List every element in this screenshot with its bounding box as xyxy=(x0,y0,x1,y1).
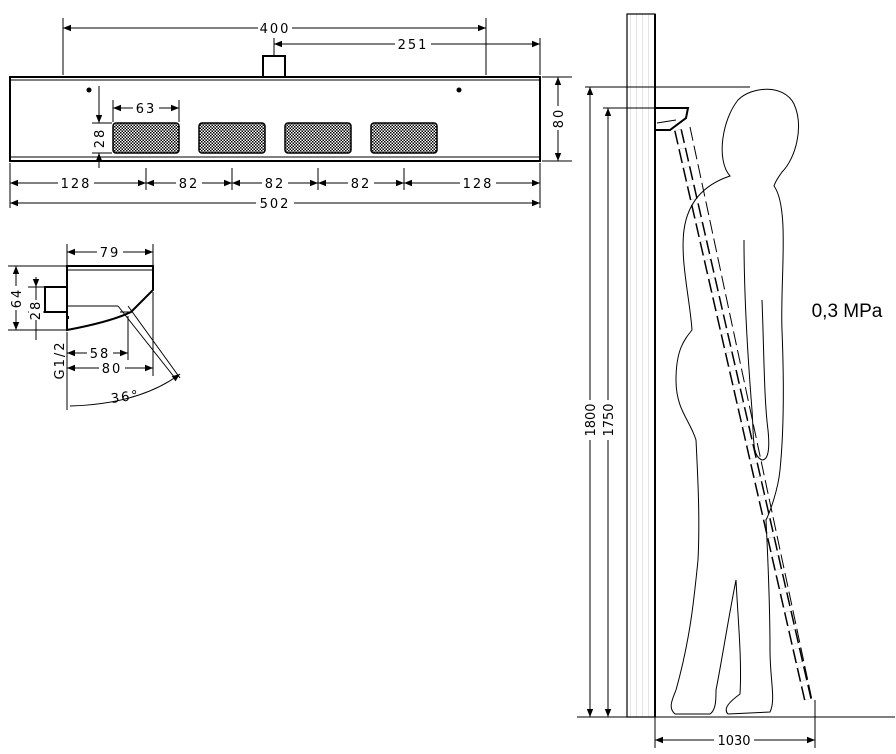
dim-128-left-label: 128 xyxy=(61,177,92,192)
dim-82-b-label: 82 xyxy=(265,177,286,192)
dim-58-label: 58 xyxy=(90,347,111,362)
dim-80-side-label: 80 xyxy=(102,362,123,377)
mounting-hole xyxy=(86,87,92,93)
human-figure xyxy=(670,88,799,715)
dim-1030-label: 1030 xyxy=(717,734,750,749)
inlet-connector xyxy=(262,55,286,78)
dim-28-label: 28 xyxy=(93,128,108,149)
front-view: 400 251 63 28 80 xyxy=(9,18,572,212)
side-body xyxy=(66,265,154,332)
wall xyxy=(626,13,656,718)
installation-view: 1800 1750 1030 0,3 MPa xyxy=(577,13,895,749)
spray-grid xyxy=(370,122,438,154)
installed-shower-head xyxy=(654,107,690,131)
dim-128-right-label: 128 xyxy=(463,177,494,192)
dim-80-label: 80 xyxy=(552,108,567,129)
dim-502-label: 502 xyxy=(260,197,291,212)
dim-79-label: 79 xyxy=(100,246,121,261)
spray-grid xyxy=(198,122,266,154)
dim-82-a-label: 82 xyxy=(179,177,200,192)
dim-63-label: 63 xyxy=(136,102,157,117)
dim-64-side-label: 64 xyxy=(10,288,25,309)
mounting-hole xyxy=(456,87,462,93)
pressure-label: 0,3 MPa xyxy=(812,301,883,322)
dim-1750-label: 1750 xyxy=(602,403,617,436)
side-view: 79 64 28 G1/2 58 80 36° xyxy=(8,244,181,410)
side-inlet xyxy=(44,286,68,313)
dim-1800-label: 1800 xyxy=(584,403,599,436)
dim-82-c-label: 82 xyxy=(351,177,372,192)
dim-angle-label: 36° xyxy=(110,388,141,407)
dim-400-label: 400 xyxy=(260,22,291,37)
dim-28-side-label: 28 xyxy=(29,300,44,321)
spray-grid xyxy=(284,122,352,154)
dim-g12-label: G1/2 xyxy=(53,341,68,380)
spray-grid xyxy=(112,122,180,154)
dim-251-label: 251 xyxy=(398,38,429,53)
